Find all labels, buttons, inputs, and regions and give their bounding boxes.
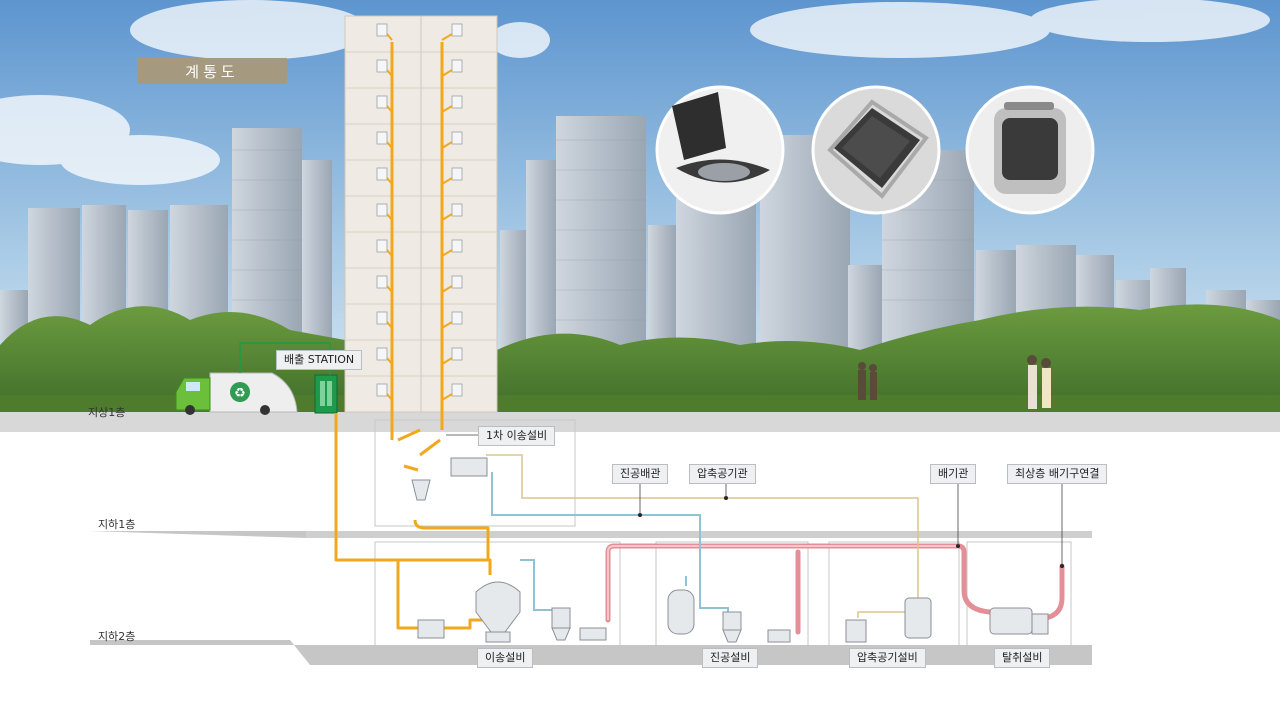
floor-label-basement1: 지하1층 (98, 518, 136, 531)
svg-text:♻: ♻ (234, 386, 246, 401)
branch-pipe (441, 105, 453, 113)
ground-slab (0, 412, 1280, 432)
floor-label-basement2: 지하2층 (98, 630, 136, 643)
waste-inlet-unit (376, 275, 388, 289)
waste-inlet-unit (451, 23, 463, 37)
waste-inlet-unit (451, 347, 463, 361)
branch-pipe (441, 249, 453, 257)
transfer-equipment (417, 581, 607, 643)
waste-inlet-unit (376, 59, 388, 73)
compressed-air-pipe (486, 454, 919, 618)
inset-waste-inlet-panel-icon (965, 85, 1095, 215)
branch-pipe (441, 393, 453, 401)
label-exhaust-pipe: 배기관 (930, 464, 977, 484)
floor-label-ground1: 지상1층 (88, 406, 126, 419)
apartment-tower (344, 15, 498, 413)
label-vacuum-pipe: 진공배관 (612, 464, 669, 484)
building-window-lines (232, 139, 974, 321)
branch-pipe (441, 33, 453, 41)
waste-inlet-unit (376, 239, 388, 253)
waste-inlet-unit (451, 239, 463, 253)
people (858, 355, 1051, 409)
tower-risers (386, 33, 453, 440)
branch-pipe (441, 285, 453, 293)
tower-floors (345, 23, 497, 397)
waste-inlet-unit (376, 167, 388, 181)
label-top-floor-vent: 최상층 배기구연결 (1007, 464, 1108, 484)
exhaust-pipe-top-inner (607, 545, 958, 620)
clouds (0, 0, 1270, 185)
waste-inlet-unit (451, 203, 463, 217)
waste-inlet-unit (451, 95, 463, 109)
waste-inlet-unit (376, 203, 388, 217)
label-transfer-equipment: 이송설비 (477, 648, 534, 668)
label-deodorization-equipment: 탈취설비 (994, 648, 1051, 668)
waste-inlet-unit (376, 347, 388, 361)
compressed-air-equipment (845, 597, 932, 643)
waste-inlet-unit (376, 131, 388, 145)
label-compressed-air-equipment: 압축공기설비 (849, 648, 926, 668)
branch-pipe (386, 33, 393, 41)
branch-pipe (441, 321, 453, 329)
branch-pipe (441, 177, 453, 185)
waste-inlet-unit (451, 383, 463, 397)
trees-right (497, 304, 1280, 412)
waste-inlet-unit (451, 59, 463, 73)
page-title: 계통도 (137, 58, 287, 84)
vacuum-equipment (667, 589, 791, 643)
waste-inlet-unit (376, 23, 388, 37)
label-vacuum-equipment: 진공설비 (702, 648, 759, 668)
deodorization-equipment (989, 607, 1049, 635)
waste-inlet-unit (376, 95, 388, 109)
branch-pipe (441, 213, 453, 221)
inset-waste-inlet-closed-icon (811, 85, 941, 215)
waste-inlet-unit (376, 383, 388, 397)
branch-pipe (441, 141, 453, 149)
label-compressed-air-pipe: 압축공기관 (689, 464, 756, 484)
branch-pipe (441, 357, 453, 365)
waste-inlet-unit (451, 275, 463, 289)
label-primary-transfer: 1차 이송설비 (478, 426, 556, 446)
label-discharge-station: 배출 STATION (276, 350, 363, 370)
waste-inlet-unit (451, 131, 463, 145)
inset-waste-inlet-open-icon (655, 85, 785, 215)
waste-inlet-unit (451, 311, 463, 325)
primary-transfer-equipment (411, 457, 488, 501)
discharge-station-box (314, 374, 338, 414)
waste-inlet-unit (376, 311, 388, 325)
branch-pipe (441, 69, 453, 77)
waste-inlet-unit (451, 167, 463, 181)
slab-basement2 (90, 640, 1092, 665)
garbage-truck: ♻ (175, 372, 298, 415)
